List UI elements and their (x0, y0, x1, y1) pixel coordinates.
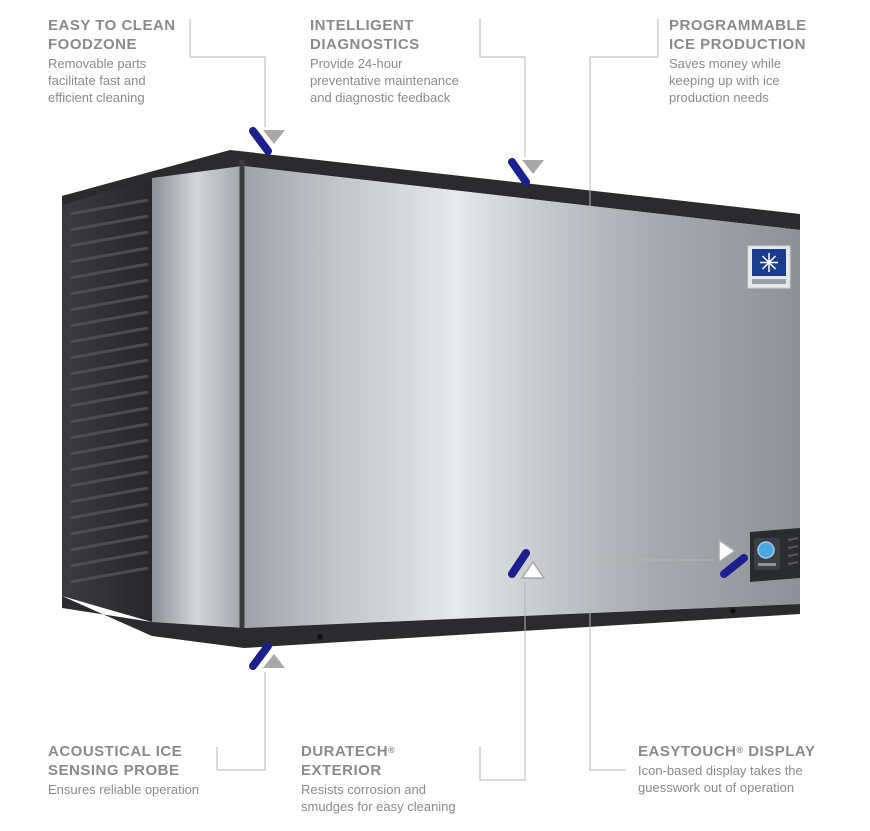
easytouch-display-module (750, 528, 800, 582)
callout-easytouch: EASYTOUCH® DISPLAY Icon-based display ta… (638, 742, 853, 796)
front-steel-panel (244, 166, 800, 628)
snowflake-logo-icon (760, 253, 778, 272)
title-line: DURATECH® (301, 742, 476, 761)
title-line: EXTERIOR (301, 762, 382, 779)
title-text: EASYTOUCH (638, 743, 737, 760)
desc-line: Provide 24-hour (310, 56, 403, 71)
desc-line: production needs (669, 90, 769, 105)
desc-line: Ensures reliable operation (48, 782, 200, 797)
title-line: SENSING PROBE (48, 762, 180, 779)
callout-title: ACOUSTICAL ICE SENSING PROBE (48, 742, 218, 780)
bottom-screw (730, 608, 736, 614)
callout-duratech: DURATECH® EXTERIOR Resists corrosion and… (301, 742, 476, 815)
callout-description: Removable parts facilitate fast and effi… (48, 55, 198, 106)
side-louver-panel (62, 172, 152, 622)
desc-line: Icon-based display takes the (638, 763, 803, 778)
desc-line: facilitate fast and (48, 73, 146, 88)
desc-line: keeping up with ice (669, 73, 780, 88)
title-line: ACOUSTICAL ICE (48, 743, 183, 760)
desc-line: and diagnostic feedback (310, 90, 451, 105)
title-text: DURATECH (301, 743, 389, 760)
callout-title: EASY TO CLEAN FOODZONE (48, 16, 198, 54)
leader-lines (189, 19, 715, 781)
brand-badge (747, 245, 791, 289)
callout-marker-icon[interactable] (508, 158, 544, 186)
desc-line: smudges for easy cleaning (301, 799, 456, 814)
callout-marker-icon[interactable] (249, 127, 285, 155)
callout-marker-icon[interactable] (718, 538, 748, 578)
title-line: PROGRAMMABLE (669, 17, 807, 34)
title-line: EASY TO CLEAN (48, 17, 176, 34)
title-text: DISPLAY (743, 743, 816, 760)
callout-title: PROGRAMMABLE ICE PRODUCTION (669, 16, 839, 54)
callout-foodzone: EASY TO CLEAN FOODZONE Removable parts f… (48, 16, 198, 106)
registered-mark: ® (388, 745, 396, 755)
callout-marker-icon[interactable] (508, 549, 546, 579)
callout-diagnostics: INTELLIGENT DIAGNOSTICS Provide 24-hour … (310, 16, 485, 106)
callout-programmable: PROGRAMMABLE ICE PRODUCTION Saves money … (669, 16, 839, 106)
title-line: INTELLIGENT (310, 17, 414, 34)
desc-line: Removable parts (48, 56, 147, 71)
side-steel-panel (152, 160, 242, 628)
callout-title: DURATECH® EXTERIOR (301, 742, 476, 780)
callout-marker-icon[interactable] (249, 642, 285, 670)
desc-line: Resists corrosion and (301, 782, 426, 797)
callout-title: INTELLIGENT DIAGNOSTICS (310, 16, 485, 54)
bottom-screw (317, 634, 323, 640)
callout-description: Provide 24-hour preventative maintenance… (310, 55, 485, 106)
callout-title: EASYTOUCH® DISPLAY (638, 742, 853, 761)
title-line: FOODZONE (48, 36, 137, 53)
callout-acoustical: ACOUSTICAL ICE SENSING PROBE Ensures rel… (48, 742, 218, 798)
callout-description: Resists corrosion and smudges for easy c… (301, 781, 476, 815)
callout-description: Icon-based display takes the guesswork o… (638, 762, 853, 796)
registered-mark: ® (736, 745, 744, 755)
title-line: DIAGNOSTICS (310, 36, 420, 53)
bottom-trim (62, 596, 800, 648)
desc-line: efficient cleaning (48, 90, 145, 105)
desc-line: preventative maintenance (310, 73, 459, 88)
title-line: ICE PRODUCTION (669, 36, 807, 53)
desc-line: guesswork out of operation (638, 780, 795, 795)
callout-description: Saves money while keeping up with ice pr… (669, 55, 839, 106)
callout-description: Ensures reliable operation (48, 781, 218, 798)
desc-line: Saves money while (669, 56, 781, 71)
